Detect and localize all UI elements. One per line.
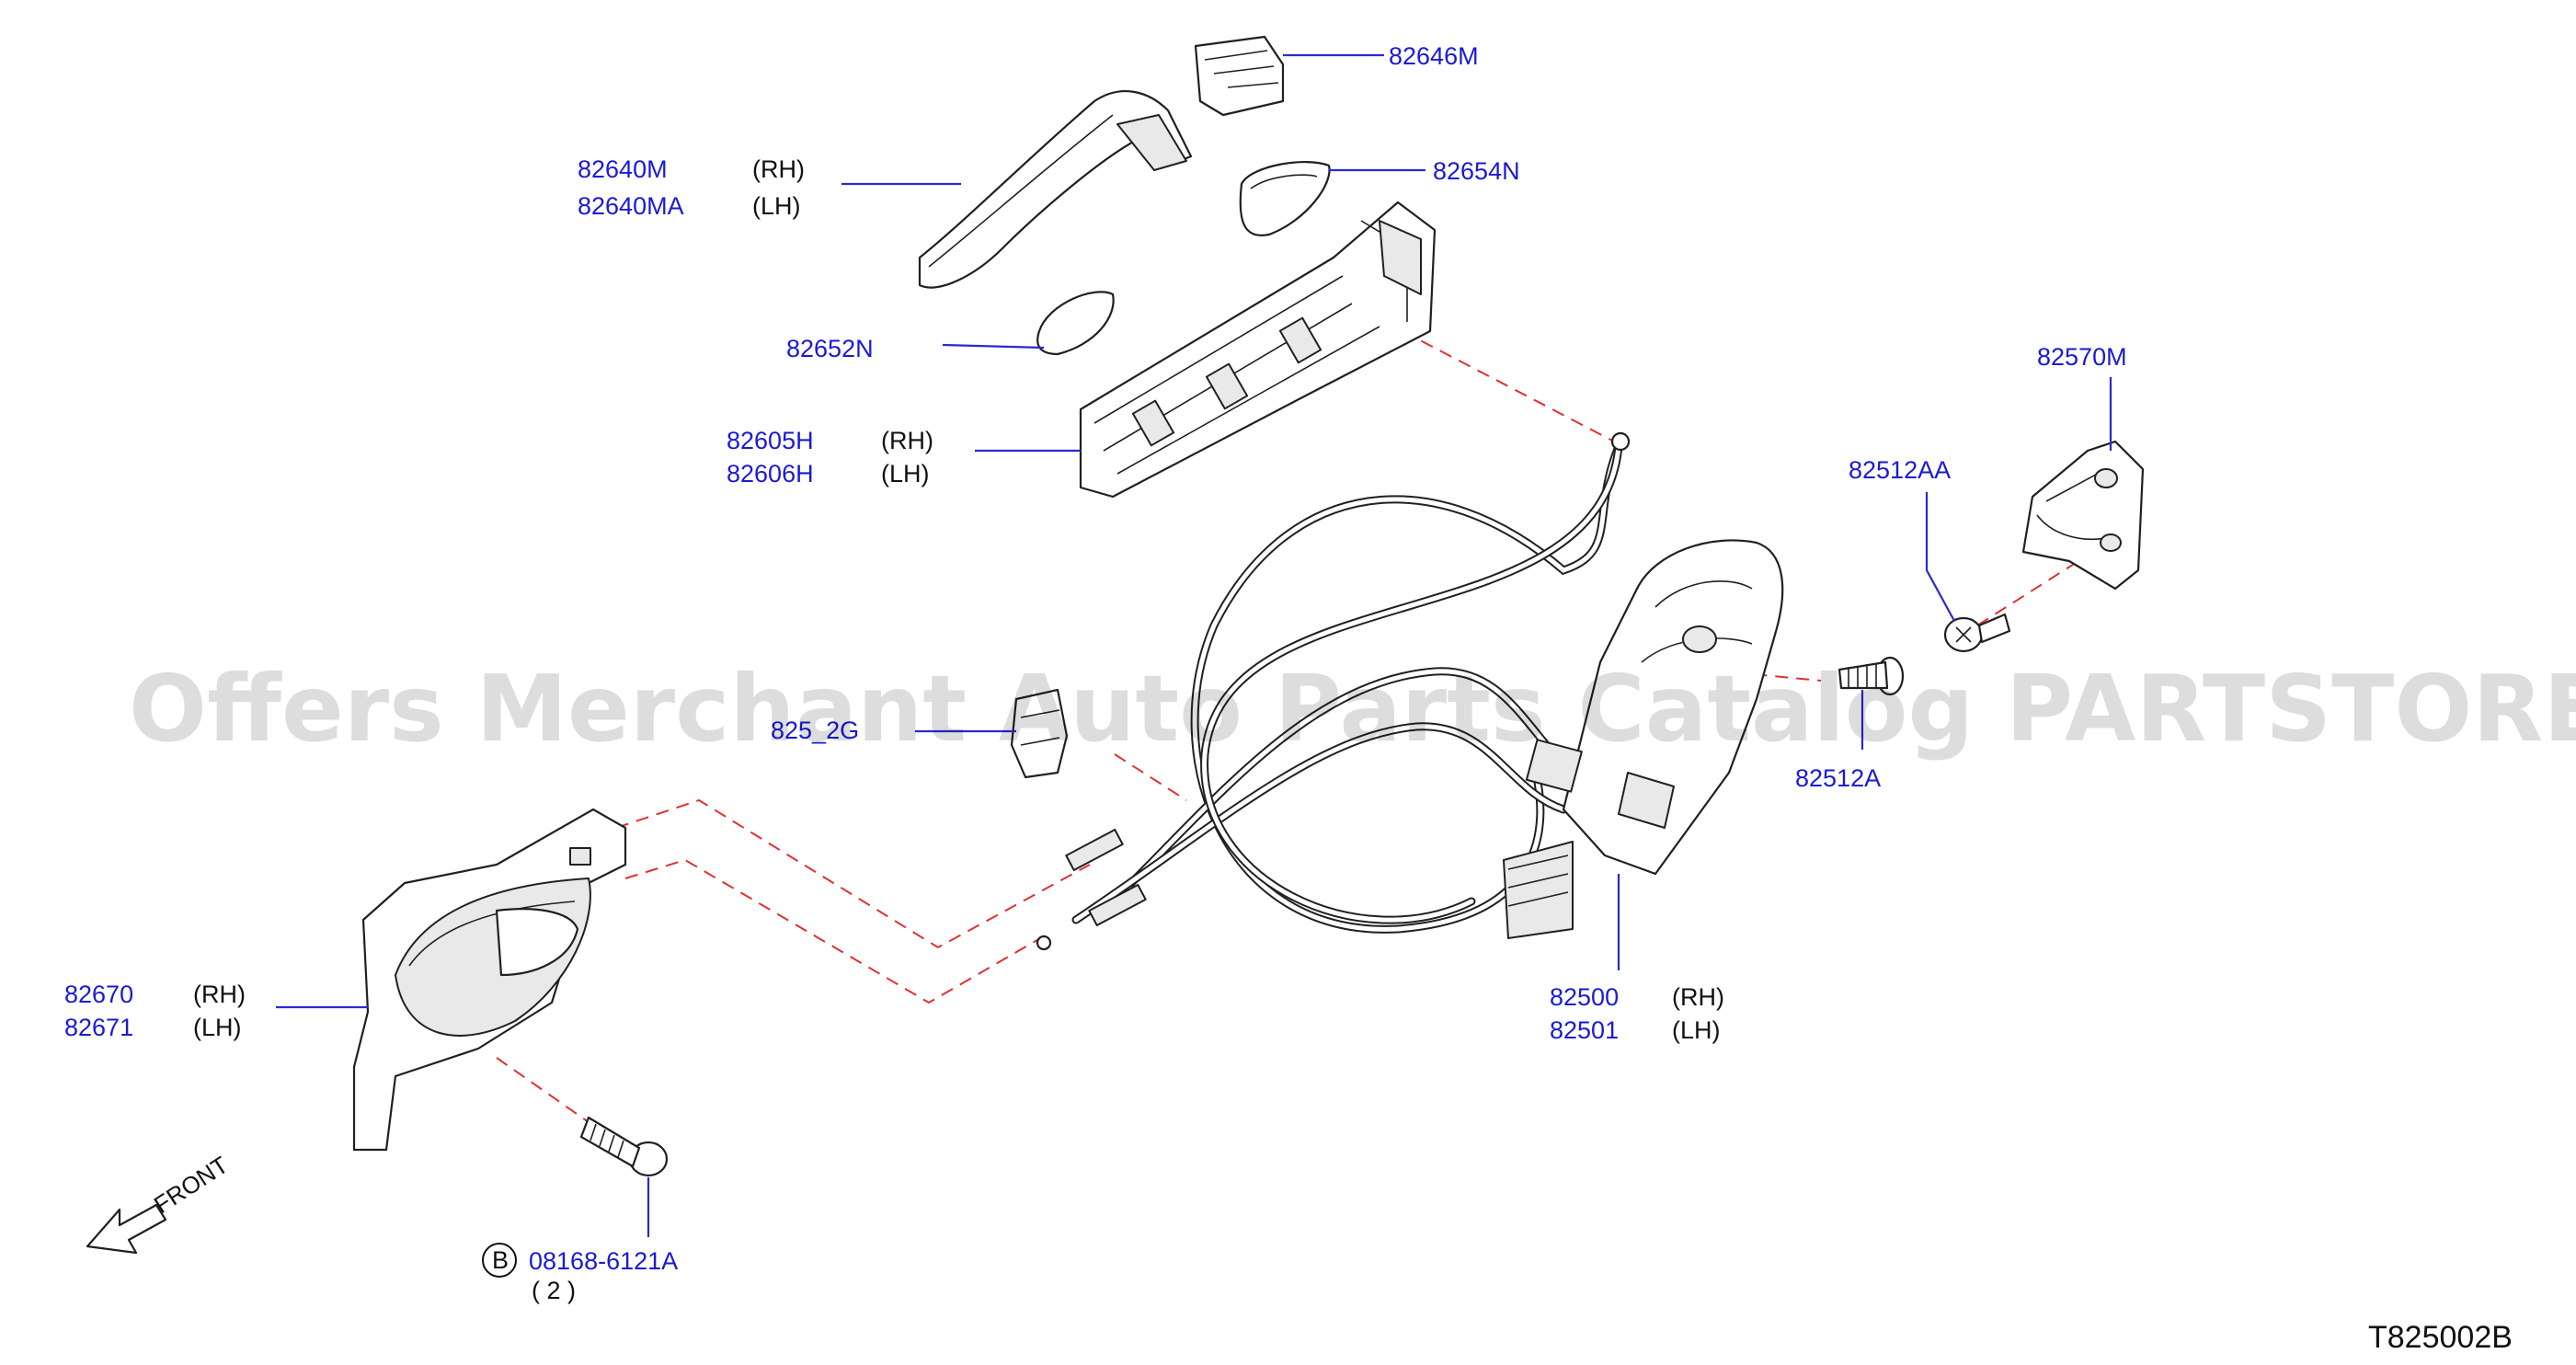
bolt-badge: B [492,1246,509,1274]
qualifier-rh: (RH) [1672,983,1724,1011]
label-82501[interactable]: 82501 [1550,1016,1619,1044]
label-82512A[interactable]: 82512A [1795,764,1881,792]
handle-gasket-front-part[interactable] [1036,291,1115,356]
rod-clip-part[interactable] [1010,688,1069,779]
handle-gasket-rear-part[interactable] [1239,160,1331,236]
cable-end-fitting-2 [1088,883,1147,927]
door-lock-cables [1036,431,1631,951]
qualifier-rh: (RH) [193,981,246,1008]
front-label: FRONT [149,1151,234,1219]
cable-end-ball-2 [1036,935,1052,951]
front-indicator: FRONT [86,1151,234,1255]
label-82606H[interactable]: 82606H [727,460,814,488]
label-08168-6121A[interactable]: 08168-6121A [529,1247,678,1275]
front-arrow-icon [86,1203,167,1255]
label-82500[interactable]: 82500 [1550,983,1619,1011]
watermark: Offers Merchant Auto Parts Catalog PARTS… [129,655,2576,763]
label-82654N[interactable]: 82654N [1433,157,1520,185]
qualifier-lh: (LH) [1672,1016,1721,1044]
qualifier-lh: (LH) [881,460,930,488]
leader-lines [276,53,2112,1237]
label-82570M[interactable]: 82570M [2037,343,2127,371]
cable-end-ball [1610,431,1631,452]
label-82646M[interactable]: 82646M [1389,42,1479,70]
label-82640M[interactable]: 82640M [578,155,668,183]
label-82671[interactable]: 82671 [64,1014,133,1041]
cable-end-fitting [1065,828,1124,872]
label-82640MA[interactable]: 82640MA [578,192,684,220]
door-lock-actuator-part[interactable] [1503,539,1784,939]
quantity: ( 2 ) [532,1277,576,1304]
handle-bracket-part[interactable] [1079,201,1437,499]
label-82512AA[interactable]: 82512AA [1849,456,1951,484]
bolt-badge-circle [482,1243,517,1278]
label-82652N[interactable]: 82652N [786,335,874,362]
inside-door-handle-part[interactable] [352,808,627,1152]
label-82670[interactable]: 82670 [64,981,133,1008]
lock-screw-part[interactable] [1838,656,1905,696]
qualifier-lh: (LH) [752,192,801,220]
qualifier-rh: (RH) [881,427,933,454]
striker-screw-part[interactable] [1943,613,2011,653]
diagram-code: T825002B [2368,1320,2513,1355]
door-striker-part[interactable] [2021,440,2145,591]
qualifier-lh: (LH) [193,1014,242,1041]
label-82605H[interactable]: 82605H [727,427,814,454]
bolt-part[interactable] [579,1116,669,1177]
outside-door-handle-part[interactable] [918,90,1193,289]
qualifier-rh: (RH) [752,155,805,183]
part-labels: 82646M 82640M (RH) 82640MA (LH) 82654N 8… [64,42,2127,1304]
label-825-2G[interactable]: 825_2G [771,717,859,744]
handle-cap-part[interactable] [1194,35,1285,117]
